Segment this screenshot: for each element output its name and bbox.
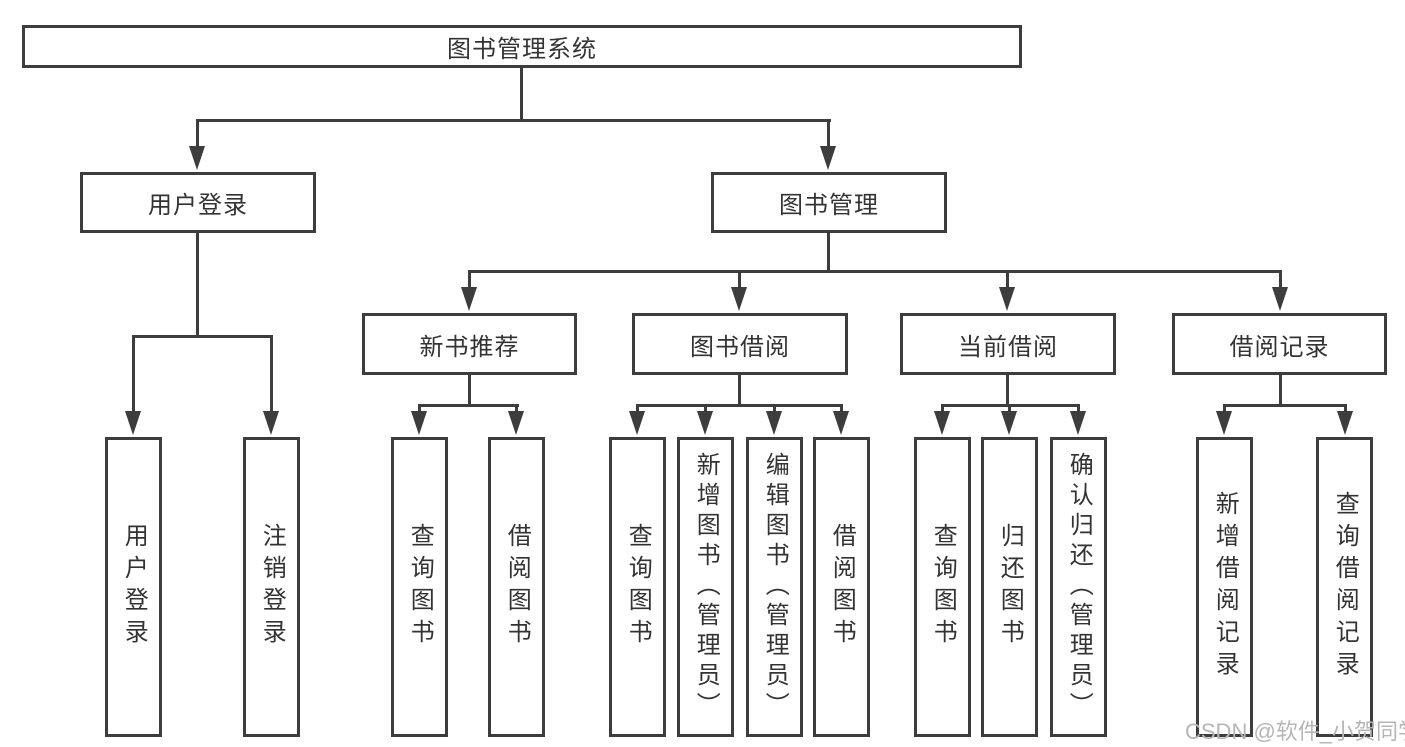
connector-line — [1279, 374, 1282, 407]
node-current-borrow-label: 当前借阅 — [958, 333, 1058, 361]
leaf-recommend-query-books-label: 查询图书 — [406, 523, 434, 651]
node-book-borrow-label: 图书借阅 — [690, 333, 790, 361]
node-book-borrow: 图书借阅 — [632, 313, 848, 375]
connector-line — [738, 270, 741, 289]
node-borrow-records-label: 借阅记录 — [1229, 333, 1330, 361]
connector-line — [132, 335, 135, 413]
connector-line — [827, 119, 830, 149]
leaf-edit-books-admin: 编辑图书（管理员） — [746, 437, 803, 737]
connector-line — [1006, 270, 1009, 289]
connector-line — [840, 404, 843, 414]
arrow-down-icon — [1070, 411, 1086, 435]
leaf-add-borrow-record-label: 新增借阅记录 — [1211, 491, 1239, 683]
leaf-add-books-admin: 新增图书（管理员） — [677, 437, 734, 737]
leaf-logout-label: 注销登录 — [258, 523, 286, 651]
connector-line — [468, 270, 1282, 273]
arrow-down-icon — [411, 411, 427, 435]
node-book-management-label: 图书管理 — [779, 192, 879, 219]
node-library-system-label: 图书管理系统 — [447, 36, 597, 63]
arrow-down-icon — [731, 287, 747, 311]
connector-line — [1279, 270, 1282, 289]
leaf-current-query-books-label: 查询图书 — [929, 523, 957, 651]
arrow-down-icon — [189, 146, 205, 170]
leaf-borrow-books-label: 借阅图书 — [828, 523, 856, 651]
connector-line — [196, 119, 831, 122]
node-current-borrow: 当前借阅 — [900, 313, 1116, 375]
leaf-borrow-books: 借阅图书 — [813, 437, 870, 737]
leaf-borrow-query-books-label: 查询图书 — [624, 523, 652, 651]
leaf-return-books: 归还图书 — [981, 437, 1038, 737]
connector-line — [270, 335, 273, 413]
leaf-user-login-label: 用户登录 — [120, 523, 148, 651]
connector-line — [515, 404, 518, 414]
arrow-down-icon — [629, 411, 645, 435]
arrow-down-icon — [999, 287, 1015, 311]
leaf-confirm-return-admin: 确认归还（管理员） — [1050, 437, 1107, 737]
arrow-down-icon — [766, 411, 782, 435]
node-borrow-records: 借阅记录 — [1172, 313, 1387, 375]
connector-line — [773, 404, 776, 414]
connector-line — [738, 374, 741, 407]
leaf-query-borrow-record-label: 查询借阅记录 — [1331, 491, 1359, 683]
leaf-query-borrow-record: 查询借阅记录 — [1316, 437, 1373, 737]
arrow-down-icon — [833, 411, 849, 435]
node-new-book-recommend: 新书推荐 — [362, 313, 577, 375]
arrow-down-icon — [125, 411, 141, 435]
leaf-return-books-label: 归还图书 — [996, 523, 1024, 651]
connector-line — [468, 374, 471, 407]
connector-line — [418, 404, 421, 414]
leaf-current-query-books: 查询图书 — [914, 437, 971, 737]
arrow-down-icon — [1001, 411, 1017, 435]
leaf-logout: 注销登录 — [243, 437, 300, 737]
leaf-recommend-borrow-books-label: 借阅图书 — [503, 523, 531, 651]
csdn-watermark: CSDN @软件_小贺同学 — [1185, 719, 1405, 744]
arrow-down-icon — [508, 411, 524, 435]
connector-line — [196, 119, 199, 149]
arrow-down-icon — [1216, 411, 1232, 435]
node-user-login-label: 用户登录 — [148, 192, 248, 219]
connector-line — [1223, 404, 1226, 414]
leaf-recommend-borrow-books: 借阅图书 — [488, 437, 545, 737]
connector-line — [704, 404, 707, 414]
connector-line — [636, 404, 843, 407]
connector-line — [468, 270, 471, 289]
connector-line — [941, 404, 944, 414]
connector-line — [1344, 404, 1347, 414]
leaf-confirm-return-admin-label: 确认归还（管理员） — [1065, 452, 1093, 722]
connector-line — [636, 404, 639, 414]
leaf-user-login: 用户登录 — [105, 437, 162, 737]
leaf-add-borrow-record: 新增借阅记录 — [1196, 437, 1253, 737]
node-book-management: 图书管理 — [711, 172, 947, 233]
connector-line — [520, 66, 523, 121]
leaf-edit-books-admin-label: 编辑图书（管理员） — [761, 452, 789, 722]
node-user-login: 用户登录 — [80, 172, 316, 233]
leaf-add-books-admin-label: 新增图书（管理员） — [692, 452, 720, 722]
arrow-down-icon — [1272, 287, 1288, 311]
arrow-down-icon — [1337, 411, 1353, 435]
leaf-borrow-query-books: 查询图书 — [609, 437, 666, 737]
connector-line — [418, 404, 519, 407]
arrow-down-icon — [461, 287, 477, 311]
connector-line — [827, 232, 830, 273]
arrow-down-icon — [934, 411, 950, 435]
connector-line — [1077, 404, 1080, 414]
connector-line — [1223, 404, 1347, 407]
connector-line — [1008, 404, 1011, 414]
node-new-book-recommend-label: 新书推荐 — [419, 333, 520, 361]
arrow-down-icon — [820, 146, 836, 170]
leaf-recommend-query-books: 查询图书 — [391, 437, 448, 737]
connector-line — [1006, 374, 1009, 407]
node-library-system: 图书管理系统 — [22, 25, 1022, 68]
arrow-down-icon — [263, 411, 279, 435]
connector-line — [196, 232, 199, 338]
connector-line — [132, 335, 273, 338]
arrow-down-icon — [697, 411, 713, 435]
